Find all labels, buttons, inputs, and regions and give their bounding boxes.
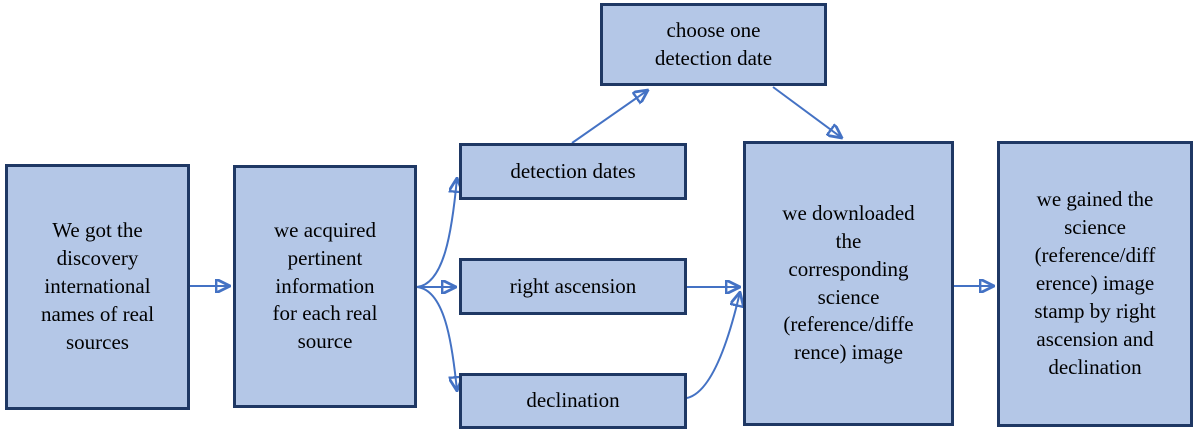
node-right-ascension: right ascension: [459, 258, 687, 315]
node-download-image: we downloaded the corresponding science …: [743, 141, 954, 426]
node-discovery-names: We got the discovery international names…: [5, 164, 190, 410]
arrow-declination-to-download: [686, 292, 740, 399]
node-choose-detection-date: choose one detection date: [600, 3, 827, 86]
node-image-stamp: we gained the science (reference/diff er…: [997, 141, 1193, 427]
node-declination: declination: [459, 373, 687, 429]
node-detection-dates: detection dates: [459, 143, 687, 200]
node-pertinent-info: we acquired pertinent information for ea…: [233, 165, 417, 408]
arrow-detection-dates-to-choose: [571, 90, 648, 144]
arrow-pertinent-to-detection-dates: [416, 178, 457, 288]
arrow-pertinent-to-declination: [416, 286, 457, 391]
arrow-choose-to-download: [772, 86, 842, 138]
